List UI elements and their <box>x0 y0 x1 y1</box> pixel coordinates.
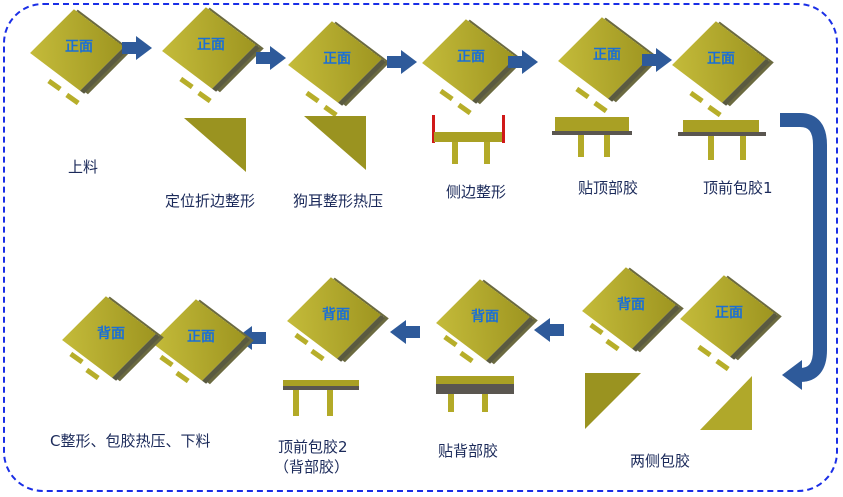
front-label: 正面 <box>197 37 225 53</box>
cell-top-wrap2: 背面 <box>287 277 385 362</box>
cell-side-shape: 正面 <box>422 19 520 116</box>
arrow-left-icon <box>534 318 564 342</box>
cell-fold: 正面 <box>162 7 260 104</box>
step-label: 定位折边整形 <box>165 192 256 210</box>
cell-top-tape: 正面 <box>558 17 656 114</box>
front-label: 正面 <box>323 51 351 67</box>
back-tape-view <box>436 376 514 416</box>
cell-loading: 正面 <box>30 9 128 106</box>
dashed-frame <box>3 3 838 492</box>
arrow-right-icon <box>508 50 538 74</box>
side-shape-view <box>432 115 507 165</box>
step-label: C整形、包胶热压、下料 <box>50 432 211 450</box>
arrow-right-icon <box>122 36 152 60</box>
dog-ear-detail-view <box>298 116 368 176</box>
front-label: 正面 <box>457 49 485 65</box>
step-label: 顶前包胶2 <box>278 438 348 456</box>
back-label: 背面 <box>617 297 645 313</box>
step-label: 两侧包胶 <box>630 452 691 470</box>
step-label: 狗耳整形热压 <box>293 192 384 210</box>
cell-top-wrap1: 正面 <box>672 21 770 118</box>
cell-side-wrap-front: 正面 <box>680 275 778 372</box>
front-label: 正面 <box>715 305 743 321</box>
top-wrap1-view <box>678 120 766 165</box>
front-label: 正面 <box>593 47 621 63</box>
arrow-left-icon <box>390 320 420 344</box>
step-label: 侧边整形 <box>446 183 507 201</box>
arrow-right-icon <box>387 50 417 74</box>
front-label: 正面 <box>707 51 735 67</box>
back-label: 背面 <box>471 309 499 325</box>
arrow-right-icon <box>256 46 286 70</box>
top-wrap2-view <box>283 380 359 420</box>
cell-back-tape: 背面 <box>436 279 534 364</box>
step-label: 顶前包胶1 <box>703 179 773 197</box>
step-label: （背部胶） <box>274 458 350 476</box>
arrow-right-icon <box>642 48 672 72</box>
step-label: 贴背部胶 <box>438 442 499 460</box>
front-label: 正面 <box>187 329 215 345</box>
step-label: 上料 <box>68 158 99 176</box>
top-tape-view <box>552 117 632 162</box>
front-label: 正面 <box>65 39 93 55</box>
cell-final-back: 背面 <box>62 296 160 381</box>
step-label: 贴顶部胶 <box>578 179 639 197</box>
side-wrap-view-right <box>700 376 755 436</box>
side-wrap-view-left <box>585 373 645 433</box>
fold-detail-view <box>178 118 246 178</box>
cell-final-front: 正面 <box>152 299 250 384</box>
cell-dog-ear: 正面 <box>288 21 386 118</box>
curved-arrow-icon <box>780 113 827 390</box>
back-label: 背面 <box>322 307 350 323</box>
cell-side-wrap-back: 背面 <box>582 267 680 352</box>
back-label: 背面 <box>97 326 125 342</box>
